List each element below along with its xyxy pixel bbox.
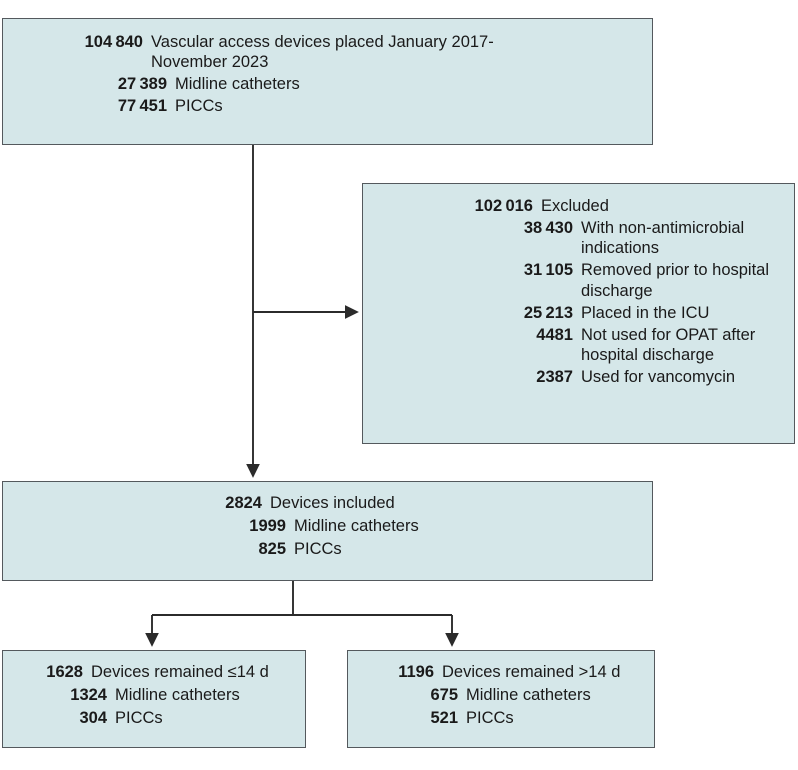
- node-row: 1196 Devices remained >14 d: [348, 662, 654, 682]
- node-row: 1999 Midline catheters: [3, 516, 652, 536]
- node-rows: 1628 Devices remained ≤14 d 1324 Midline…: [3, 651, 305, 731]
- row-label: Vascular access devices placed January 2…: [151, 33, 494, 72]
- row-number: 104 840: [84, 33, 143, 51]
- node-row: 2387 Used for vancomycin: [363, 367, 794, 387]
- node-included-devices: 2824 Devices included 1999 Midline cathe…: [2, 481, 653, 581]
- row-label: PICCs: [115, 709, 163, 728]
- row-number: 4481: [536, 325, 573, 344]
- row-number: 1628: [46, 663, 83, 681]
- node-row: 27 389 Midline catheters: [3, 74, 652, 94]
- row-label: PICCs: [466, 709, 514, 728]
- node-row: 38 430 With non-antimicrobial indication…: [363, 218, 794, 258]
- row-label: Used for vancomycin: [581, 368, 736, 386]
- node-row: 675 Midline catheters: [348, 685, 654, 705]
- row-number: 1999: [249, 517, 286, 536]
- row-label: Devices remained ≤14 d: [91, 663, 269, 681]
- node-row: 1324 Midline catheters: [3, 685, 305, 705]
- row-number: 27 389: [117, 75, 167, 94]
- row-number: 825: [258, 540, 286, 559]
- row-number: 77 451: [117, 97, 167, 116]
- node-excluded-devices: 102 016 Excluded 38 430 With non-antimic…: [362, 183, 795, 444]
- row-label: With non-antimicrobial indications: [581, 219, 745, 258]
- node-row: 104 840 Vascular access devices placed J…: [3, 32, 652, 72]
- row-label: Not used for OPAT after hospital dischar…: [581, 325, 756, 364]
- node-row: 77 451 PICCs: [3, 96, 652, 116]
- row-label: PICCs: [294, 540, 342, 559]
- row-number: 675: [430, 686, 458, 705]
- node-row: 102 016 Excluded: [363, 196, 794, 216]
- node-row: 521 PICCs: [348, 708, 654, 728]
- node-row: 825 PICCs: [3, 539, 652, 559]
- row-label: Placed in the ICU: [581, 303, 710, 322]
- node-remained-14-days-or-less: 1628 Devices remained ≤14 d 1324 Midline…: [2, 650, 306, 748]
- node-rows: 104 840 Vascular access devices placed J…: [3, 19, 652, 119]
- node-row: 304 PICCs: [3, 708, 305, 728]
- node-row: 31 105 Removed prior to hospital dischar…: [363, 260, 794, 300]
- row-label: Devices remained >14 d: [442, 663, 621, 681]
- row-label: Excluded: [541, 197, 609, 215]
- node-row: 25 213 Placed in the ICU: [363, 303, 794, 323]
- row-number: 304: [79, 709, 107, 728]
- node-row: 1628 Devices remained ≤14 d: [3, 662, 305, 682]
- row-number: 102 016: [474, 197, 533, 215]
- node-row: 2824 Devices included: [3, 493, 652, 513]
- row-label: Midline catheters: [175, 75, 300, 94]
- row-number: 31 105: [523, 261, 573, 280]
- node-row: 4481 Not used for OPAT after hospital di…: [363, 325, 794, 365]
- row-label: PICCs: [175, 97, 223, 116]
- node-enrolled-devices: 104 840 Vascular access devices placed J…: [2, 18, 653, 145]
- row-number: 1196: [398, 663, 434, 681]
- node-rows: 2824 Devices included 1999 Midline cathe…: [3, 482, 652, 562]
- row-label: Removed prior to hospital discharge: [581, 261, 770, 300]
- row-number: 1324: [70, 686, 107, 705]
- row-label: Midline catheters: [466, 686, 591, 705]
- row-label: Midline catheters: [294, 517, 419, 536]
- row-number: 25 213: [523, 303, 573, 322]
- node-rows: 102 016 Excluded 38 430 With non-antimic…: [363, 184, 794, 389]
- node-rows: 1196 Devices remained >14 d 675 Midline …: [348, 651, 654, 731]
- row-label: Devices included: [270, 494, 395, 512]
- row-number: 2824: [225, 494, 262, 512]
- row-number: 38 430: [523, 219, 573, 238]
- row-number: 2387: [536, 368, 573, 386]
- row-label: Midline catheters: [115, 686, 240, 705]
- row-number: 521: [430, 709, 458, 728]
- node-remained-more-than-14-days: 1196 Devices remained >14 d 675 Midline …: [347, 650, 655, 748]
